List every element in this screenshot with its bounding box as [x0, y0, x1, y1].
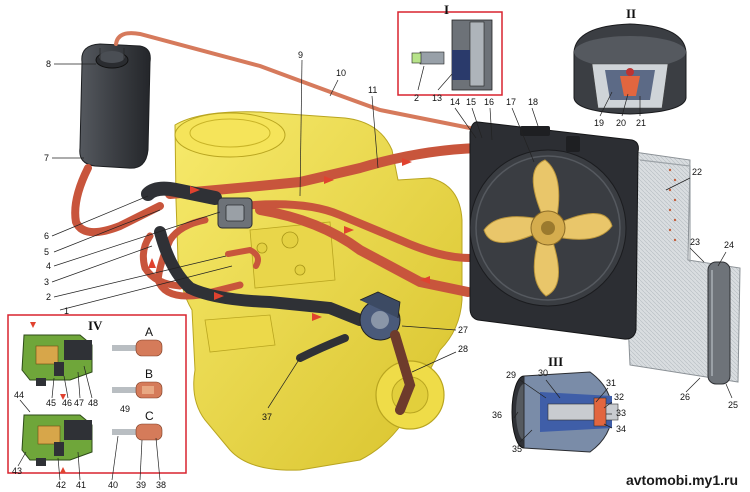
- callout-44: 44: [14, 390, 24, 400]
- thermostat-element-B: [112, 381, 163, 399]
- callout-20: 20: [616, 118, 626, 128]
- callout-28: 28: [458, 344, 468, 354]
- callout-48: 48: [88, 398, 98, 408]
- inset-label-I: I: [444, 2, 449, 17]
- inset-label-IV: IV: [88, 318, 103, 333]
- callout-17: 17: [506, 97, 516, 107]
- callout-10: 10: [336, 68, 346, 78]
- callout-49: 49: [120, 404, 130, 414]
- inset-IV: [7, 314, 187, 481]
- water-pump: [359, 291, 416, 415]
- callout-1: 1: [64, 306, 69, 316]
- state-label-C: C: [145, 409, 154, 423]
- callout-22: 22: [692, 167, 702, 177]
- callout-14: 14: [450, 97, 460, 107]
- callout-labels: I II III IV A B C 1 2 3 4 5 6 7 8 9 10 1…: [12, 2, 738, 490]
- thermostat-element-C: [112, 423, 163, 441]
- callout-38: 38: [156, 480, 166, 490]
- callout-36: 36: [492, 410, 502, 420]
- state-label-A: A: [145, 325, 153, 339]
- callout-2: 2: [46, 292, 51, 302]
- callout-7: 7: [44, 153, 49, 163]
- callout-16: 16: [484, 97, 494, 107]
- callout-8: 8: [46, 59, 51, 69]
- leader-lines: [51, 59, 733, 409]
- state-label-B: B: [145, 367, 153, 381]
- callout-3: 3: [44, 277, 49, 287]
- callout-42: 42: [56, 480, 66, 490]
- coolant-hoses: [71, 31, 483, 362]
- callout-47: 47: [74, 398, 84, 408]
- callout-25: 25: [728, 400, 738, 410]
- callout-4: 4: [46, 261, 51, 271]
- callout-23: 23: [690, 237, 700, 247]
- callout-13: 13: [432, 93, 442, 103]
- callout-27: 27: [458, 325, 468, 335]
- callout-41: 41: [76, 480, 86, 490]
- callout-40: 40: [108, 480, 118, 490]
- expansion-tank: [79, 43, 151, 169]
- radiator-assembly: [469, 121, 741, 385]
- callout-37: 37: [262, 412, 272, 422]
- inset-III: [511, 371, 619, 453]
- callout-18: 18: [528, 97, 538, 107]
- inset-label-II: II: [626, 6, 636, 21]
- flow-arrows: [148, 158, 430, 321]
- callout-15: 15: [466, 97, 476, 107]
- callout-31: 31: [606, 378, 616, 388]
- callout-29: 29: [506, 370, 516, 380]
- inset-label-III: III: [548, 354, 563, 369]
- callout-32: 32: [614, 392, 624, 402]
- callout-19: 19: [594, 118, 604, 128]
- thermostat-element-A: [112, 339, 163, 357]
- callout-5: 5: [44, 247, 49, 257]
- inset-II: [573, 23, 687, 117]
- callout-26: 26: [680, 392, 690, 402]
- callout-24: 24: [724, 240, 734, 250]
- callout-30: 30: [538, 368, 548, 378]
- site-watermark: avtomobi.my1.ru: [625, 472, 738, 488]
- callout-46: 46: [62, 398, 72, 408]
- callout-34: 34: [616, 424, 626, 434]
- callout-6: 6: [44, 231, 49, 241]
- callout-9: 9: [298, 50, 303, 60]
- callout-35: 35: [512, 444, 522, 454]
- callout-39: 39: [136, 480, 146, 490]
- callout-11: 11: [368, 85, 377, 95]
- callout-2-inset: 2: [414, 93, 419, 103]
- callout-43: 43: [12, 466, 22, 476]
- inset-I: [397, 11, 503, 96]
- callout-45: 45: [46, 398, 56, 408]
- callout-33: 33: [616, 408, 626, 418]
- callout-21: 21: [636, 118, 646, 128]
